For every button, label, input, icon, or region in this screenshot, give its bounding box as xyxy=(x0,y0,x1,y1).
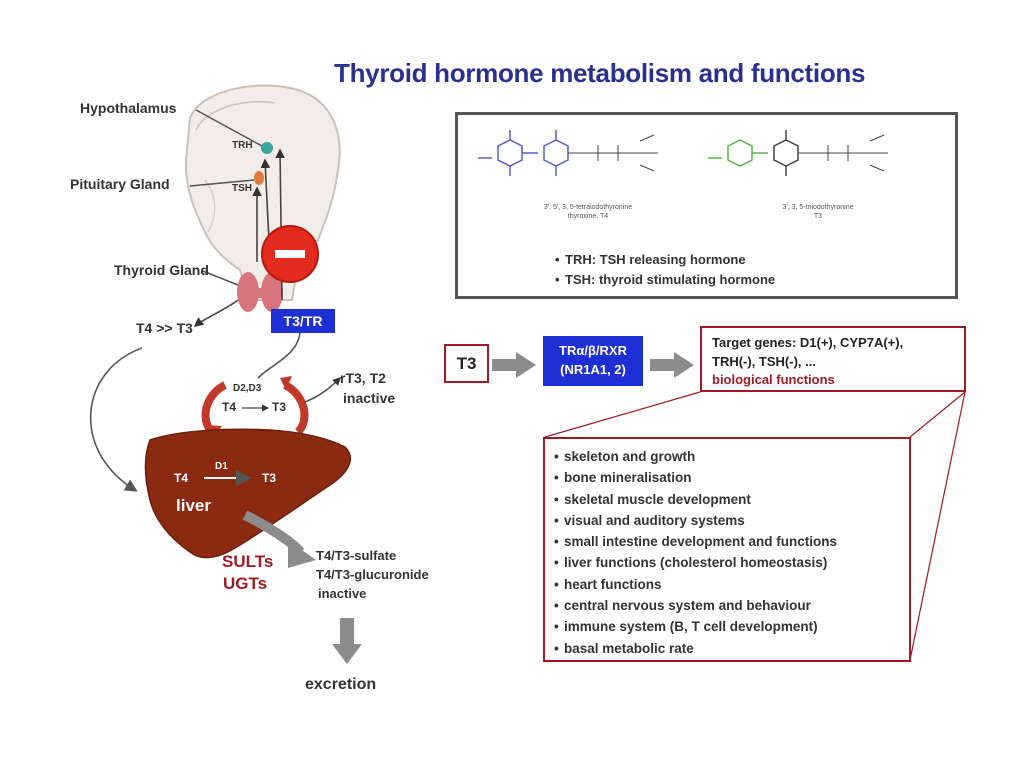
function-text: small intestine development and function… xyxy=(564,534,838,550)
function-item: • immune system (B, T cell development) xyxy=(554,616,909,637)
biological-functions-label: biological functions xyxy=(712,372,835,387)
slide-title: Thyroid hormone metabolism and functions xyxy=(334,58,866,88)
glucuronide-product-label: T4/T3-glucuronide xyxy=(316,567,429,582)
liver-d1-label: D1 xyxy=(215,461,228,472)
function-text: skeleton and growth xyxy=(564,449,696,464)
function-item: • small intestine development and functio… xyxy=(554,531,909,552)
function-text: basal metabolic rate xyxy=(564,640,694,656)
function-item: • basal metabolic rate xyxy=(554,638,909,659)
receptor-line2: (NR1A1, 2) xyxy=(560,362,626,377)
t4-caption-line2: thyroxine, T4 xyxy=(567,213,609,220)
sulfate-product-label: T4/T3-sulfate xyxy=(316,548,397,563)
function-item: • liver functions (cholesterol homeostasi… xyxy=(554,552,909,573)
target-genes-line2: TRH(-), TSH(-), ... xyxy=(712,353,816,369)
rt3-t2-label: rT3, T2 xyxy=(340,370,386,386)
liver-label: liver xyxy=(176,496,211,515)
pituitary-gland-label: Pituitary Gland xyxy=(70,176,170,192)
bullet: • xyxy=(555,252,560,267)
arrow-receptor-to-targets xyxy=(650,352,694,378)
bullet: • xyxy=(554,640,559,656)
thyroid-gland-illustration xyxy=(237,272,283,312)
bullet: • xyxy=(554,534,559,550)
deiodination-t3: T3 xyxy=(272,400,287,414)
receptor-box: TRα/β/RXR (NR1A1, 2) xyxy=(543,336,643,386)
bullet: • xyxy=(554,491,559,507)
t4-structure-icon xyxy=(478,130,569,176)
abbr-tsh: • TSH: thyroid stimulating hormone xyxy=(555,272,775,287)
t3-box: T3 xyxy=(444,344,489,383)
functions-list: • skeleton and growth • bone mineralisatio… xyxy=(554,446,909,659)
excretion-arrow xyxy=(332,618,362,664)
function-item: • skeletal muscle development xyxy=(554,489,909,510)
t4-caption-line1: 3', 5', 3, 5-tetraiodothyronine xyxy=(543,204,633,211)
liver-shape xyxy=(144,428,351,559)
sults-label: SULTs xyxy=(222,552,274,571)
conjugate-inactive-label: inactive xyxy=(318,586,367,601)
tsh-label: TSH xyxy=(232,183,252,194)
function-item: • heart functions xyxy=(554,574,909,595)
function-text: liver functions (cholesterol homeostasis… xyxy=(564,555,828,571)
function-text: heart functions xyxy=(564,576,662,592)
bullet: • xyxy=(554,470,559,486)
function-item: • visual and auditory systems xyxy=(554,510,909,531)
conjugation-arrow xyxy=(242,510,316,568)
bullet: • xyxy=(554,619,559,635)
function-text: central nervous system and behaviour xyxy=(564,598,811,614)
bullet: • xyxy=(555,272,560,287)
function-item: • central nervous system and behaviour xyxy=(554,595,909,616)
bullet: • xyxy=(554,576,559,592)
function-item: • bone mineralisation xyxy=(554,467,909,488)
deiodinase-label: D2,D3 xyxy=(233,383,262,394)
receptor-line1: TRα/β/RXR xyxy=(559,343,627,358)
deiodination-t4: T4 xyxy=(222,400,237,414)
t3-structure-icon xyxy=(708,139,768,167)
deiodination-cycle-arrows xyxy=(201,376,309,440)
bullet: • xyxy=(554,512,559,528)
structure-panel: 3', 5', 3, 5-tetraiodothyronine thyroxin… xyxy=(455,112,958,299)
abbr-trh-text: TRH: TSH releasing hormone xyxy=(565,252,746,267)
structures-drawing xyxy=(478,130,888,176)
arrow-t3-to-receptor xyxy=(492,352,536,378)
rt3-inactive-label: inactive xyxy=(343,390,396,406)
function-text: bone mineralisation xyxy=(564,470,692,486)
hypothalamus-label: Hypothalamus xyxy=(80,100,177,116)
target-genes-line1: Target genes: D1(+), CYP7A(+), xyxy=(712,335,904,350)
target-genes-box: Target genes: D1(+), CYP7A(+), TRH(-), T… xyxy=(700,326,966,392)
function-text: visual and auditory systems xyxy=(564,512,745,528)
function-text: immune system (B, T cell development) xyxy=(564,619,818,635)
function-item: • skeleton and growth xyxy=(554,446,909,467)
function-text: skeletal muscle development xyxy=(564,491,751,507)
liver-t3-label: T3 xyxy=(262,471,277,485)
ugts-label: UGTs xyxy=(223,574,268,593)
inhibition-icon xyxy=(261,225,319,283)
abbr-trh: • TRH: TSH releasing hormone xyxy=(555,252,746,267)
t3-caption-line1: 3', 3, 5-triiodothyronine xyxy=(782,204,854,211)
t3-tr-box: T3/TR xyxy=(271,309,335,333)
hypothalamus-marker xyxy=(261,142,273,154)
bullet: • xyxy=(554,449,559,464)
liver-t4-label: T4 xyxy=(174,471,189,485)
thyroid-gland-label: Thyroid Gland xyxy=(114,262,209,278)
t4-gt-t3-label: T4 >> T3 xyxy=(136,320,193,336)
trh-label: TRH xyxy=(232,140,253,151)
bullet: • xyxy=(554,598,559,614)
abbr-tsh-text: TSH: thyroid stimulating hormone xyxy=(565,272,776,287)
excretion-label: excretion xyxy=(305,676,377,693)
bullet: • xyxy=(554,555,559,571)
functions-box: • skeleton and growth • bone mineralisatio… xyxy=(543,437,911,662)
pituitary-marker xyxy=(254,171,264,185)
t3-caption-line2: T3 xyxy=(813,213,823,220)
